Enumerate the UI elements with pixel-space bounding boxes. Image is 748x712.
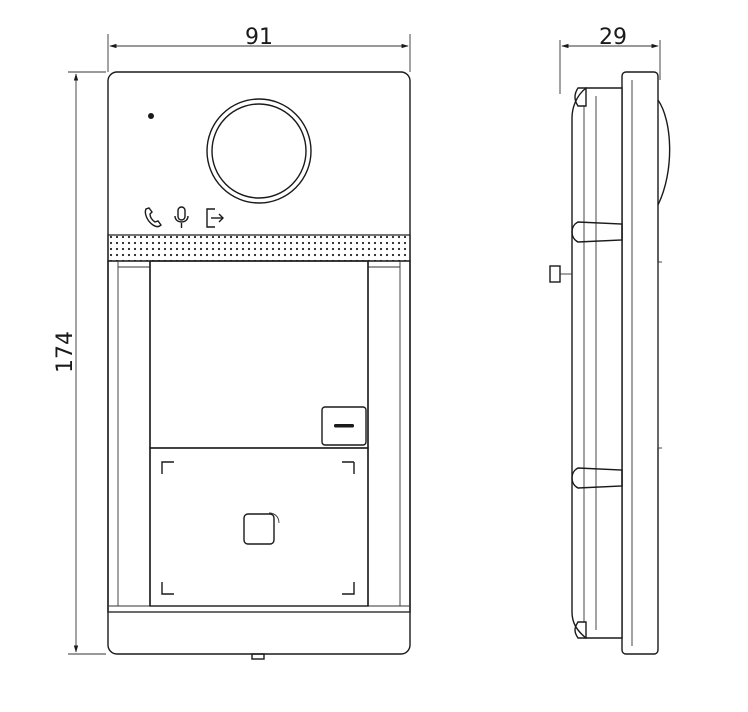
door-exit-icon (206, 208, 224, 228)
width-dimension: 91 (107, 25, 411, 72)
side-mount-tab (549, 265, 561, 283)
side-camera-bulge (657, 99, 671, 206)
microphone-hole (148, 113, 154, 119)
mounting-clip-bottom (571, 467, 623, 639)
side-back-housing (571, 87, 623, 639)
call-button (321, 406, 367, 446)
card-reader-icon (243, 512, 280, 545)
speaker-grille (107, 234, 411, 262)
depth-label: 29 (599, 25, 627, 50)
microphone-icon (174, 206, 189, 228)
width-label: 91 (245, 25, 273, 50)
corner-marks (161, 461, 355, 595)
front-view: 91 174 (53, 25, 411, 660)
card-reader-panel (149, 447, 369, 607)
mounting-clip-top (571, 87, 623, 243)
depth-dimension: 29 (559, 25, 661, 94)
call-icon (144, 207, 162, 228)
side-front-plate (621, 71, 659, 655)
camera-lens (206, 98, 312, 204)
height-dimension: 174 (53, 71, 106, 655)
height-label: 174 (53, 331, 78, 373)
bottom-screw (251, 653, 265, 660)
front-body (107, 71, 411, 655)
side-view: 29 (549, 25, 671, 655)
